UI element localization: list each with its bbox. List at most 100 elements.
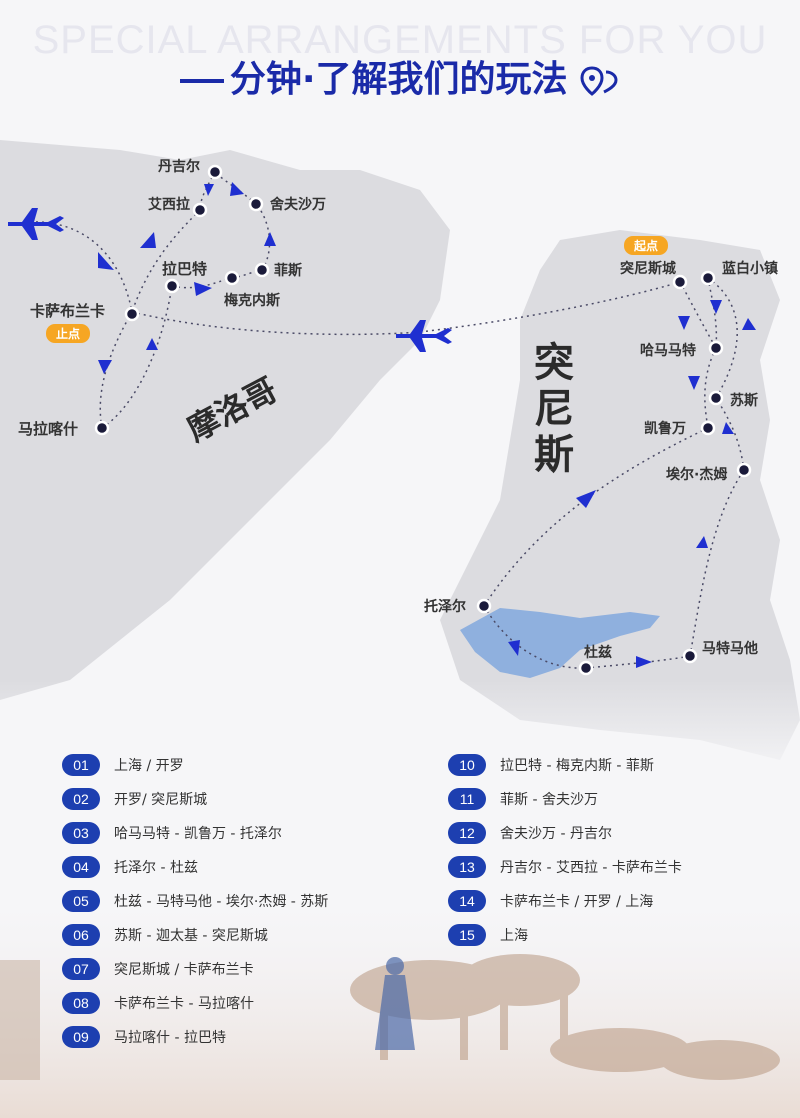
route-item: 14 卡萨布兰卡 / 开罗 / 上海: [448, 890, 653, 912]
city-dot: [164, 278, 180, 294]
city-label-tuozeer: 托泽尔: [424, 599, 466, 615]
arrow-mark: [204, 184, 214, 196]
city-dot: [700, 270, 716, 286]
arrow-mark: [230, 182, 244, 196]
route-item: 08 卡萨布兰卡 - 马拉喀什: [62, 992, 254, 1014]
arrow-mark: [146, 338, 158, 350]
city-dot: [207, 164, 223, 180]
tunisia-char: 突: [534, 339, 574, 386]
arrow-mark: [742, 318, 756, 330]
arrow-mark: [678, 316, 690, 330]
location-pin-icon: [580, 66, 618, 96]
city-label-shefushawan: 舍夫沙万: [270, 197, 326, 213]
route-text: 杜兹 - 马特马他 - 埃尔·杰姆 - 苏斯: [114, 894, 329, 910]
city-dot: [736, 462, 752, 478]
route-text: 突尼斯城 / 卡萨布兰卡: [114, 962, 254, 978]
route-number: 12: [448, 822, 486, 844]
city-dot: [192, 202, 208, 218]
route-text: 卡萨布兰卡 - 马拉喀什: [114, 996, 254, 1012]
city-label-malakashi: 马拉喀什: [18, 420, 79, 438]
route-item: 02 开罗/ 突尼斯城: [62, 788, 207, 810]
route-number: 15: [448, 924, 486, 946]
city-dot: [254, 262, 270, 278]
route-number: 11: [448, 788, 486, 810]
arrow-mark: [508, 640, 520, 656]
route-item: 11 菲斯 - 舍夫沙万: [448, 788, 598, 810]
city-label-lanbai: 蓝白小镇: [722, 261, 778, 277]
arrow-mark: [98, 252, 114, 270]
city-label-meikenei: 梅克内斯: [224, 293, 280, 309]
morocco-land: [0, 140, 450, 700]
city-dot: [94, 420, 110, 436]
plane-icon: [8, 208, 64, 240]
tunisia-char: 尼: [534, 385, 574, 432]
route-item: 07 突尼斯城 / 卡萨布兰卡: [62, 958, 254, 980]
route-text: 丹吉尔 - 艾西拉 - 卡萨布兰卡: [500, 860, 682, 876]
route-number: 13: [448, 856, 486, 878]
city-label-danjier: 丹吉尔: [158, 159, 200, 175]
lake: [460, 608, 660, 678]
route-text: 上海: [500, 928, 528, 944]
route-text: 托泽尔 - 杜兹: [114, 860, 198, 876]
arrow-mark: [194, 282, 212, 296]
route-text: 卡萨布兰卡 / 开罗 / 上海: [500, 894, 654, 910]
route-number: 08: [62, 992, 100, 1014]
city-dot: [476, 598, 492, 614]
route-item: 03 哈马马特 - 凯鲁万 - 托泽尔: [62, 822, 282, 844]
end-badge: 止点: [46, 324, 91, 343]
arrow-mark: [722, 422, 734, 434]
header-cn-text: 分钟·了解我们的玩法: [229, 59, 568, 100]
city-dot: [700, 420, 716, 436]
start-badge: 起点: [624, 236, 669, 255]
route-text: 苏斯 - 迦太基 - 突尼斯城: [114, 928, 268, 944]
route-number: 06: [62, 924, 100, 946]
city-dot: [124, 306, 140, 322]
route-item: 13 丹吉尔 - 艾西拉 - 卡萨布兰卡: [448, 856, 682, 878]
route-number: 04: [62, 856, 100, 878]
city-dot: [578, 660, 594, 676]
city-dot: [682, 648, 698, 664]
country-label-tunisia: 突 尼 斯: [534, 340, 584, 478]
route-number: 03: [62, 822, 100, 844]
city-dot: [672, 274, 688, 290]
arrow-mark: [696, 536, 708, 548]
city-label-tunis: 突尼斯城: [620, 261, 676, 277]
city-label-susi: 苏斯: [730, 393, 758, 409]
city-label-duzi: 杜兹: [584, 645, 612, 661]
route-text: 哈马马特 - 凯鲁万 - 托泽尔: [114, 826, 282, 842]
title-dash: [179, 79, 224, 83]
header-cn-title: 分钟·了解我们的玩法: [0, 50, 800, 102]
city-label-kailuwan: 凯鲁万: [644, 421, 686, 437]
city-dot: [708, 340, 724, 356]
city-dot: [708, 390, 724, 406]
city-label-hamamate: 哈马马特: [640, 343, 696, 359]
route-item: 06 苏斯 - 迦太基 - 突尼斯城: [62, 924, 268, 946]
route-item: 15 上海: [448, 924, 528, 946]
header-en-title: SPECIAL ARRANGEMENTS FOR YOU: [32, 18, 768, 62]
route-item: 04 托泽尔 - 杜兹: [62, 856, 198, 878]
route-text: 马拉喀什 - 拉巴特: [114, 1030, 226, 1046]
building-silhouette: [0, 960, 40, 1080]
arrow-mark: [688, 376, 700, 390]
city-label-matemata: 马特马他: [702, 641, 758, 657]
route-number: 02: [62, 788, 100, 810]
arrow-mark: [264, 232, 276, 246]
route-number: 10: [448, 754, 486, 776]
route-text: 舍夫沙万 - 丹吉尔: [500, 826, 612, 842]
route-number: 07: [62, 958, 100, 980]
route-number: 14: [448, 890, 486, 912]
city-label-laba: 拉巴特: [162, 260, 208, 278]
city-label-aier: 埃尔·杰姆: [666, 467, 728, 483]
arrow-mark: [576, 490, 596, 508]
arrow-mark: [140, 232, 156, 248]
route-text: 菲斯 - 舍夫沙万: [500, 792, 598, 808]
tunisia-char: 斯: [534, 431, 574, 478]
city-label-feisi: 菲斯: [274, 263, 302, 279]
route-text: 开罗/ 突尼斯城: [114, 792, 208, 808]
route-item: 12 舍夫沙万 - 丹吉尔: [448, 822, 612, 844]
